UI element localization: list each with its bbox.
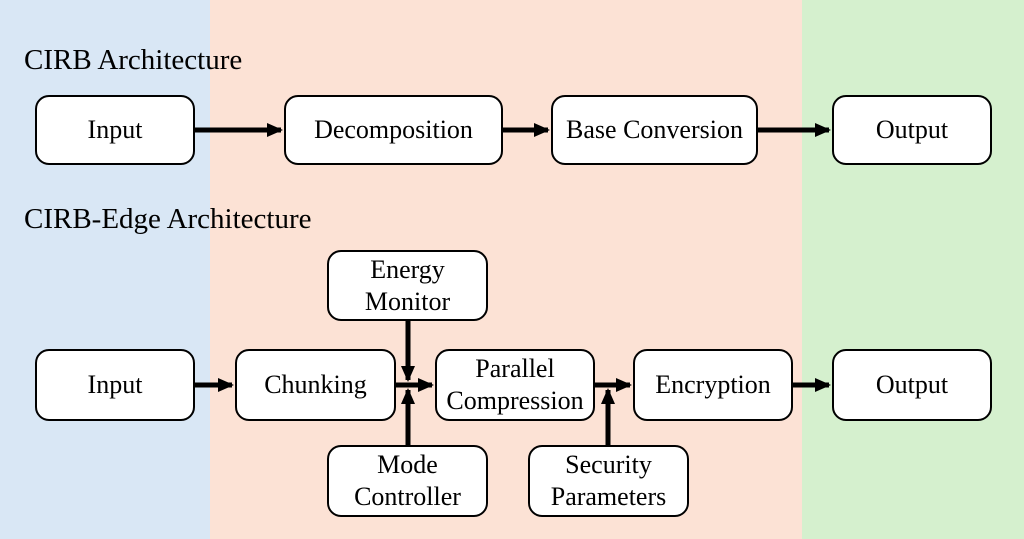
node-label: Parallel [475, 354, 555, 384]
node-label: Controller [354, 482, 461, 511]
node-label: Input [87, 115, 143, 145]
node-label: Chunking [264, 370, 367, 400]
node-edge-chunking: Chunking [235, 349, 396, 421]
node-label: Energy [370, 254, 445, 284]
node-edge-parallel-compression: Parallel Compression [435, 349, 595, 421]
node-cirb-base-conversion: Base Conversion [551, 95, 758, 165]
node-cirb-decomposition: Decomposition [284, 95, 503, 165]
node-cirb-output: Output [832, 95, 992, 165]
background-band-input-stage [0, 0, 210, 539]
node-label: Compression [446, 386, 584, 415]
background-band-output-stage [802, 0, 1024, 539]
node-edge-encryption: Encryption [633, 349, 793, 421]
node-label: Decomposition [314, 115, 473, 145]
node-edge-energy-monitor: Energy Monitor [327, 250, 488, 321]
node-label: Output [875, 370, 949, 400]
node-label: Base Conversion [566, 115, 743, 145]
node-label: Output [875, 115, 949, 145]
diagram-title-cirb-edge: CIRB-Edge Architecture [24, 203, 312, 235]
background-band-processing-stage [210, 0, 802, 539]
node-label: Parameters [550, 482, 667, 511]
node-label: Encryption [655, 370, 771, 400]
diagram-title-cirb: CIRB Architecture [24, 44, 243, 76]
node-edge-output: Output [832, 349, 992, 421]
node-edge-security-parameters: Security Parameters [528, 445, 689, 517]
node-label: Input [87, 370, 143, 400]
node-edge-input: Input [35, 349, 195, 421]
node-label: Mode [377, 450, 438, 480]
node-label: Security [565, 450, 652, 480]
node-edge-mode-controller: Mode Controller [327, 445, 488, 517]
node-cirb-input: Input [35, 95, 195, 165]
node-label: Monitor [364, 286, 451, 316]
